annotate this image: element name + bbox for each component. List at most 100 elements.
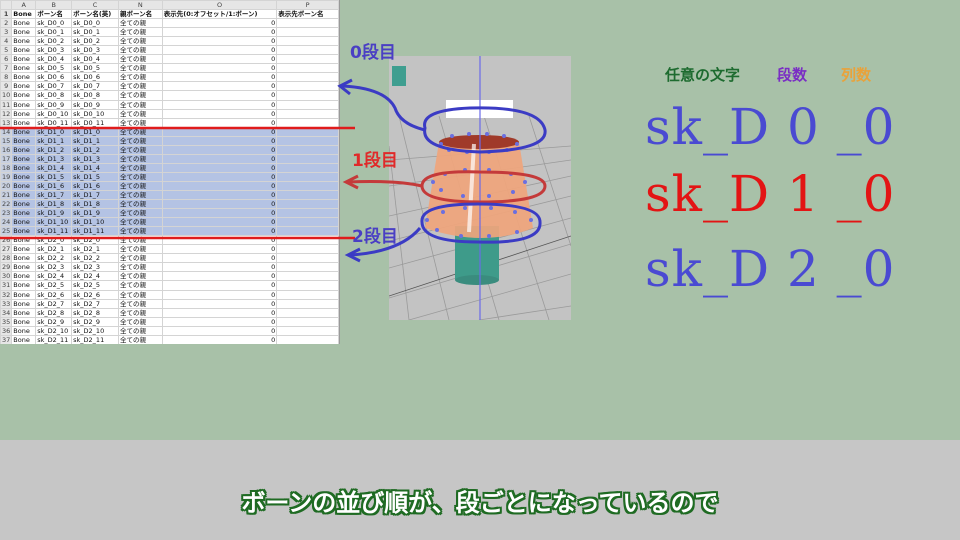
cell[interactable] [276,271,339,282]
cell[interactable]: 0 [161,153,278,164]
cell[interactable]: Bone [11,63,37,74]
row-number[interactable]: 22 [0,199,13,210]
cell[interactable]: 0 [161,171,278,182]
cell[interactable]: sk_D1_6 [71,180,119,191]
cell[interactable]: sk_D2_6 [71,289,119,300]
cell[interactable]: sk_D2_8 [35,307,73,318]
cell[interactable]: Bone [11,126,37,137]
cell[interactable]: Bone [11,18,37,29]
cell[interactable]: Bone [11,325,37,336]
column-header[interactable]: C [71,0,119,11]
row-number[interactable]: 23 [0,208,13,219]
spreadsheet[interactable]: A B C N O P 1 Bone ボーン名 ボーン名(英) 親ボーン名 表示… [0,0,340,344]
cell[interactable]: sk_D0_7 [71,81,119,92]
cell[interactable]: sk_D0_2 [71,36,119,47]
row-number[interactable]: 33 [0,298,13,309]
cell[interactable] [276,325,339,336]
cell[interactable]: sk_D0_4 [35,54,73,65]
row-number[interactable]: 36 [0,325,13,336]
cell[interactable]: sk_D2_9 [71,316,119,327]
cell[interactable]: 0 [161,27,278,38]
cell[interactable]: Bone [11,45,37,56]
cell[interactable]: 全ての親 [117,27,163,38]
cell[interactable] [276,298,339,309]
cell[interactable] [276,253,339,264]
cell[interactable]: 全ての親 [117,298,163,309]
row-number[interactable]: 5 [0,45,13,56]
row-number[interactable]: 21 [0,189,13,201]
row-number[interactable]: 32 [0,289,13,300]
cell[interactable]: sk_D0_0 [71,18,119,29]
cell[interactable]: 全ての親 [117,307,163,318]
cell[interactable]: sk_D2_11 [71,334,119,344]
cell[interactable]: 全ての親 [117,289,163,300]
cell[interactable]: 0 [161,289,278,300]
cell[interactable]: 0 [161,226,278,237]
cell[interactable] [276,307,339,318]
cell[interactable] [276,144,339,155]
cell[interactable]: 全ての親 [117,90,163,101]
cell[interactable]: 0 [161,208,278,219]
cell[interactable]: 0 [161,280,278,291]
cell[interactable]: sk_D1_10 [71,217,119,228]
cell[interactable]: sk_D1_5 [71,171,119,182]
cell[interactable]: Bone [11,54,37,65]
cell[interactable]: sk_D0_1 [71,27,119,38]
cell[interactable]: 0 [161,325,278,336]
cell[interactable]: sk_D0_9 [71,99,119,110]
cell[interactable]: 全ての親 [117,72,163,83]
corner-cell[interactable] [0,0,13,11]
cell[interactable]: sk_D0_10 [71,108,119,119]
cell[interactable]: Bone [11,180,37,191]
cell[interactable]: 0 [161,144,278,155]
cell[interactable]: 0 [161,54,278,65]
cell[interactable]: Bone [11,208,37,219]
row-number[interactable]: 18 [0,162,13,173]
cell[interactable]: Bone [11,217,37,228]
cell[interactable]: 0 [161,271,278,282]
cell[interactable]: sk_D0_10 [35,108,73,119]
cell[interactable]: 全ての親 [117,117,163,128]
cell[interactable]: sk_D1_6 [35,180,73,191]
cell[interactable]: sk_D2_4 [71,271,119,282]
cell[interactable]: Bone [11,262,37,273]
cell[interactable]: 0 [161,199,278,210]
row-number[interactable]: 2 [0,18,13,29]
3d-viewport[interactable] [389,56,571,320]
cell[interactable]: sk_D1_7 [71,189,119,201]
cell[interactable] [276,171,339,182]
cell[interactable]: sk_D1_10 [35,217,73,228]
column-header[interactable]: A [11,0,37,11]
cell[interactable]: sk_D1_8 [35,199,73,210]
cell[interactable]: 0 [161,244,278,255]
cell[interactable]: sk_D1_4 [35,162,73,173]
cell[interactable]: Bone [11,334,37,344]
cell[interactable]: sk_D2_2 [71,253,119,264]
row-number[interactable]: 24 [0,217,13,228]
cell[interactable]: Bone [11,144,37,155]
cell[interactable]: 0 [161,189,278,201]
cell[interactable]: sk_D2_1 [35,244,73,255]
cell[interactable]: 0 [161,63,278,74]
cell[interactable]: sk_D1_1 [35,135,73,146]
cell[interactable] [276,27,339,38]
cell[interactable] [276,199,339,210]
cell[interactable]: Bone [11,171,37,182]
cell[interactable]: 0 [161,235,278,246]
cell[interactable] [276,45,339,56]
cell[interactable]: 全ての親 [117,262,163,273]
cell[interactable]: 全ての親 [117,18,163,29]
cell[interactable]: 0 [161,117,278,128]
cell[interactable]: 全ての親 [117,316,163,327]
cell[interactable]: 全ての親 [117,171,163,182]
cell[interactable]: sk_D2_11 [35,334,73,344]
cell[interactable]: sk_D1_3 [71,153,119,164]
cell[interactable] [276,99,339,110]
cell[interactable] [276,18,339,29]
cell[interactable] [276,126,339,137]
cell[interactable]: sk_D2_7 [71,298,119,309]
cell[interactable]: 0 [161,334,278,344]
cell[interactable]: Bone [11,280,37,291]
cell[interactable]: sk_D0_3 [71,45,119,56]
cell[interactable]: Bone [11,271,37,282]
